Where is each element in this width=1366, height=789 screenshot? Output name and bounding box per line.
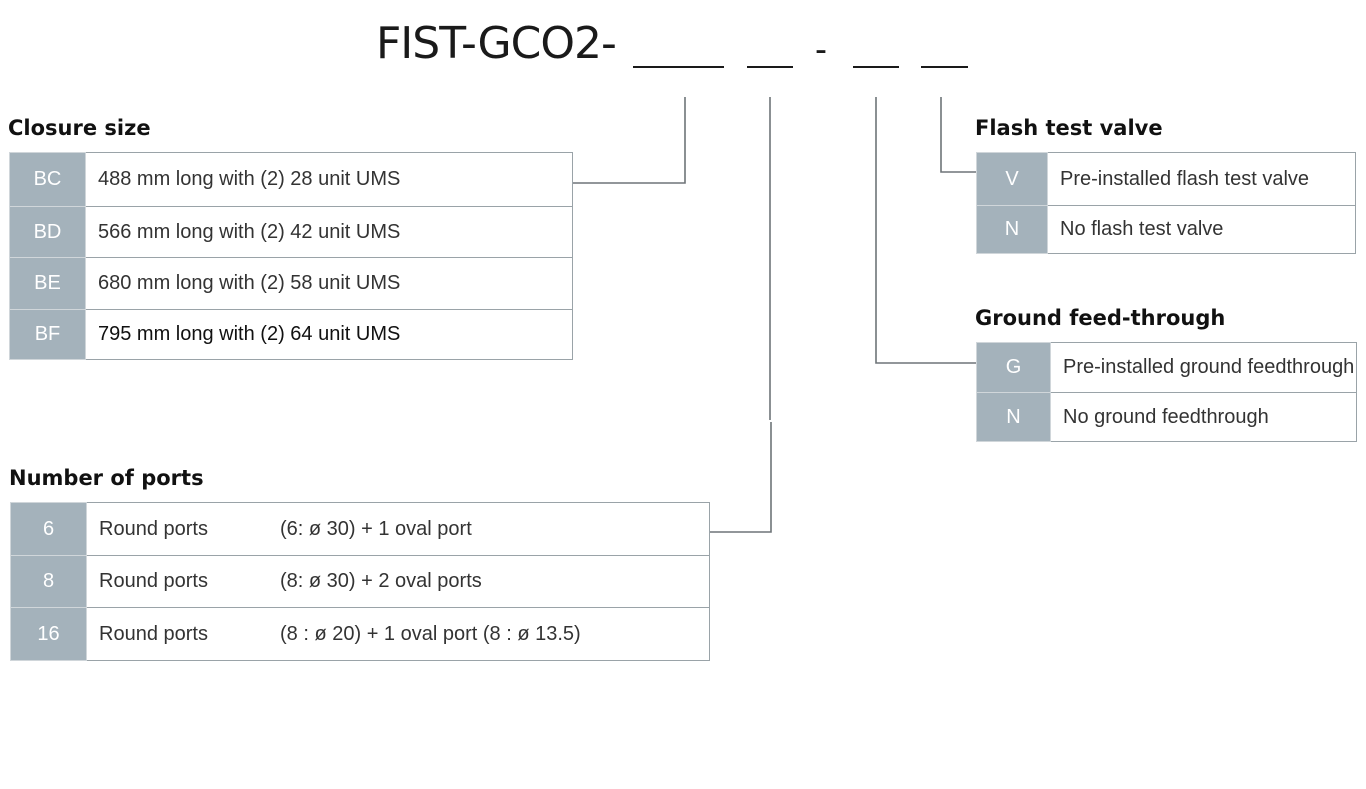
port-type: Round ports — [86, 502, 280, 556]
option-code: G — [976, 342, 1051, 393]
port-detail: (8: ø 30) + 2 oval ports — [280, 555, 710, 608]
closure-size-table: BC 488 mm long with (2) 28 unit UMS BD 5… — [9, 152, 573, 360]
option-desc: 566 mm long with (2) 42 unit UMS — [85, 206, 573, 258]
code-slot-closure — [633, 66, 724, 68]
closure-size-heading: Closure size — [8, 116, 151, 140]
table-row: V Pre-installed flash test valve — [976, 152, 1356, 206]
table-row: N No ground feedthrough — [976, 392, 1357, 442]
option-desc: 488 mm long with (2) 28 unit UMS — [85, 152, 573, 207]
option-desc: No flash test valve — [1047, 205, 1356, 254]
table-row: N No flash test valve — [976, 205, 1356, 254]
port-detail: (8 : ø 20) + 1 oval port (8 : ø 13.5) — [280, 607, 710, 661]
option-code: BF — [9, 309, 86, 360]
ground-feed-table: G Pre-installed ground feedthrough N No … — [976, 342, 1357, 442]
connector-closure — [573, 97, 686, 184]
table-row: BE 680 mm long with (2) 58 unit UMS — [9, 257, 573, 310]
option-code: N — [976, 392, 1051, 442]
product-code-prefix: FIST-GCO2- — [376, 18, 617, 69]
code-slot-valve — [921, 66, 968, 68]
option-code: BC — [9, 152, 86, 207]
code-slot-ports — [747, 66, 793, 68]
option-desc: 795 mm long with (2) 64 unit UMS — [85, 309, 573, 360]
option-code: 8 — [10, 555, 87, 608]
code-slot-ground — [853, 66, 899, 68]
table-row: BC 488 mm long with (2) 28 unit UMS — [9, 152, 573, 207]
port-type: Round ports — [86, 555, 280, 608]
connector-valve — [940, 97, 976, 173]
port-type: Round ports — [86, 607, 280, 661]
flash-test-valve-heading: Flash test valve — [975, 116, 1163, 140]
option-desc: No ground feedthrough — [1050, 392, 1357, 442]
ground-feed-heading: Ground feed-through — [975, 306, 1226, 330]
option-code: 6 — [10, 502, 87, 556]
option-code: 16 — [10, 607, 87, 661]
connector-ports-lower — [710, 422, 772, 533]
option-code: N — [976, 205, 1048, 254]
connector-ground — [875, 97, 976, 364]
table-row: BF 795 mm long with (2) 64 unit UMS — [9, 309, 573, 360]
option-desc: Pre-installed flash test valve — [1047, 152, 1356, 206]
option-desc: 680 mm long with (2) 58 unit UMS — [85, 257, 573, 310]
table-row: BD 566 mm long with (2) 42 unit UMS — [9, 206, 573, 258]
ports-table: 6 Round ports (6: ø 30) + 1 oval port 8 … — [10, 502, 710, 661]
table-row: 16 Round ports (8 : ø 20) + 1 oval port … — [10, 607, 710, 661]
table-row: 8 Round ports (8: ø 30) + 2 oval ports — [10, 555, 710, 608]
port-detail: (6: ø 30) + 1 oval port — [280, 502, 710, 556]
ports-heading: Number of ports — [9, 466, 204, 490]
option-desc: Pre-installed ground feedthrough — [1050, 342, 1357, 393]
option-code: BD — [9, 206, 86, 258]
option-code: BE — [9, 257, 86, 310]
flash-test-valve-table: V Pre-installed flash test valve N No fl… — [976, 152, 1356, 254]
table-row: G Pre-installed ground feedthrough — [976, 342, 1357, 393]
table-row: 6 Round ports (6: ø 30) + 1 oval port — [10, 502, 710, 556]
option-code: V — [976, 152, 1048, 206]
code-separator: - — [815, 28, 827, 69]
